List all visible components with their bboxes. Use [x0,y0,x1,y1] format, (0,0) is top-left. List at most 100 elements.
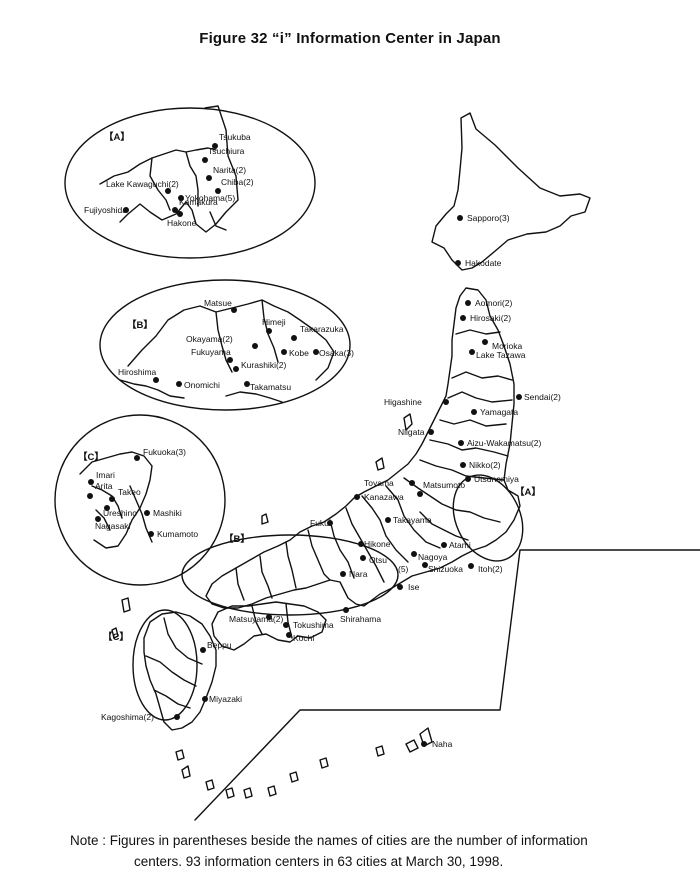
inset-a-city-label-tsuchiura: Tsuchiura [208,146,245,156]
city-marker-aomori-2 [465,300,471,306]
inset-c-city-label-mashiki: Mashiki [153,508,182,518]
city-label-miyazaki: Miyazaki [209,694,242,704]
inset-a-city-marker-narita-2 [206,175,212,181]
city-marker-aizu-wakamatsu-2 [458,440,464,446]
city-marker-kagoshima-2 [174,714,180,720]
inset-b-city-marker-osaka-3 [313,349,319,355]
city-label-kanazawa: Kanazawa [364,492,404,502]
inset-b-city-label-takamatsu: Takamatsu [250,382,291,392]
southern-islands [111,597,433,799]
city-marker-tokushima [283,622,289,628]
city-label-naha: Naha [432,739,453,749]
city-marker-utsunomiya [465,476,471,482]
inset-b-city-label-okayama-2: Okayama(2) [186,334,233,344]
inset-a-ellipse [64,107,316,259]
note-label: Note : [70,833,107,848]
inset-c-city-marker-arita [87,493,93,499]
inset-a-city-label-chiba-2: Chiba(2) [221,177,254,187]
city-label-atami: Atami [449,540,471,550]
inset-b-ellipse [99,279,351,411]
city-label-niigata: Niigata [398,427,425,437]
inset-b-city-marker-kobe [281,349,287,355]
city-marker-fukui [327,520,333,526]
inset-a-coastline [99,105,239,233]
city-marker-sendai-2 [516,394,522,400]
inset-a-city-label-hakone: Hakone [167,218,197,228]
city-label-itoh-2: Itoh(2) [478,564,503,574]
city-marker-morioka [482,339,488,345]
city-label-matsumoto: Matsumoto [423,480,465,490]
city-marker-otsu [360,555,366,561]
city-marker-ise [397,584,403,590]
map-region-b-label: 【B】 [224,533,250,545]
inset-a-city-marker-fujiyoshida [123,207,129,213]
inset-c-city-marker-nagasaki [95,516,101,522]
city-marker-takayama [385,517,391,523]
kyushu-outline [143,611,217,731]
inset-a-label: 【A】 [104,131,130,143]
map-region-c-label: 【C】 [103,631,129,643]
city-label-utsunomiya: Utsunomiya [474,474,519,484]
city-marker-miyazaki [202,696,208,702]
city-marker-hikone [358,541,364,547]
inset-b-city-marker-takarazuka [291,335,297,341]
city-label-aomori-2: Aomori(2) [475,298,512,308]
okinawa-divider-line [194,549,700,821]
inset-b-city-label-onomichi: Onomichi [184,380,220,390]
city-label-nagoya: Nagoya [418,552,448,562]
city-marker-beppu [200,647,206,653]
city-marker-niigata [428,429,434,435]
city-labels: Sapporo(3)HakodateAomori(2)Hirosaki(2)Mo… [84,132,561,749]
city-label-nara: Nara [349,569,368,579]
inset-a-city-marker-chiba-2 [215,188,221,194]
city-marker-toyama [409,480,415,486]
inset-c-city-label-imari: Imari [96,470,115,480]
inset-c-city-marker-takeo [109,496,115,502]
city-label-kagoshima-2: Kagoshima(2) [101,712,154,722]
city-label-lake-tazawa: Lake Tazawa [476,350,526,360]
city-label-hirosaki-2: Hirosaki(2) [470,313,511,323]
city-marker-higashine [443,399,449,405]
inset-a-city-marker-yokohama-5 [178,195,184,201]
city-marker-shirahama [343,607,349,613]
city-label-matsuyama-2: Matsuyama(2) [229,614,283,624]
inset-c-city-marker-fukuoka-3 [134,455,140,461]
city-markers [87,143,522,747]
inset-a-city-label-narita-2: Narita(2) [213,165,246,175]
inset-b-city-marker-fukuyama [227,357,233,363]
city-label-yamagata: Yamagata [480,407,518,417]
city-label-tokushima: Tokushima [293,620,334,630]
sado-island [261,413,413,525]
inset-b-city-label-osaka-3: Osaka(3) [319,348,354,358]
city-marker-nara [340,571,346,577]
inset-b-city-label-hiroshima: Hiroshima [118,367,157,377]
city-marker-shizuoka [422,562,428,568]
inset-b-city-label-matsue: Matsue [204,298,232,308]
inset-b-coastline [119,299,335,403]
inset-a-city-marker-kamakura [172,207,178,213]
inset-b-city-label-kobe: Kobe [289,348,309,358]
inset-b-city-marker-kurashiki-2 [233,366,239,372]
city-label-ise: Ise [408,582,420,592]
footnote: Note : Figures in parentheses beside the… [70,830,680,872]
city-marker-itoh-2 [468,563,474,569]
city-label-morioka: Morioka [492,341,523,351]
city-marker-hakodate [455,260,461,266]
inset-a-city-marker-tsukuba [212,143,218,149]
city-label-hakodate: Hakodate [465,258,502,268]
inset-c-city-marker-imari [88,479,94,485]
inset-c-city-marker-ureshino [104,505,110,511]
figure-title: Figure 32 “i” Information Center in Japa… [199,30,501,47]
inset-a-city-label-kamakura: Kamakura [179,197,218,207]
city-label-takayama: Takayama [393,515,432,525]
city-marker-kochi [286,632,292,638]
inset-a-city-marker-lake-kawaguchi-2 [165,188,171,194]
city-marker-hirosaki-2 [460,315,466,321]
city-label-shizuoka: Shizuoka [428,564,463,574]
inset-c-city-label-takeo: Takeo [118,487,141,497]
inset-a-city-marker-tsuchiura [202,157,208,163]
city-marker-lake-tazawa [469,349,475,355]
inset-c-label: 【C】 [78,451,104,463]
city-marker-nagoya [411,551,417,557]
